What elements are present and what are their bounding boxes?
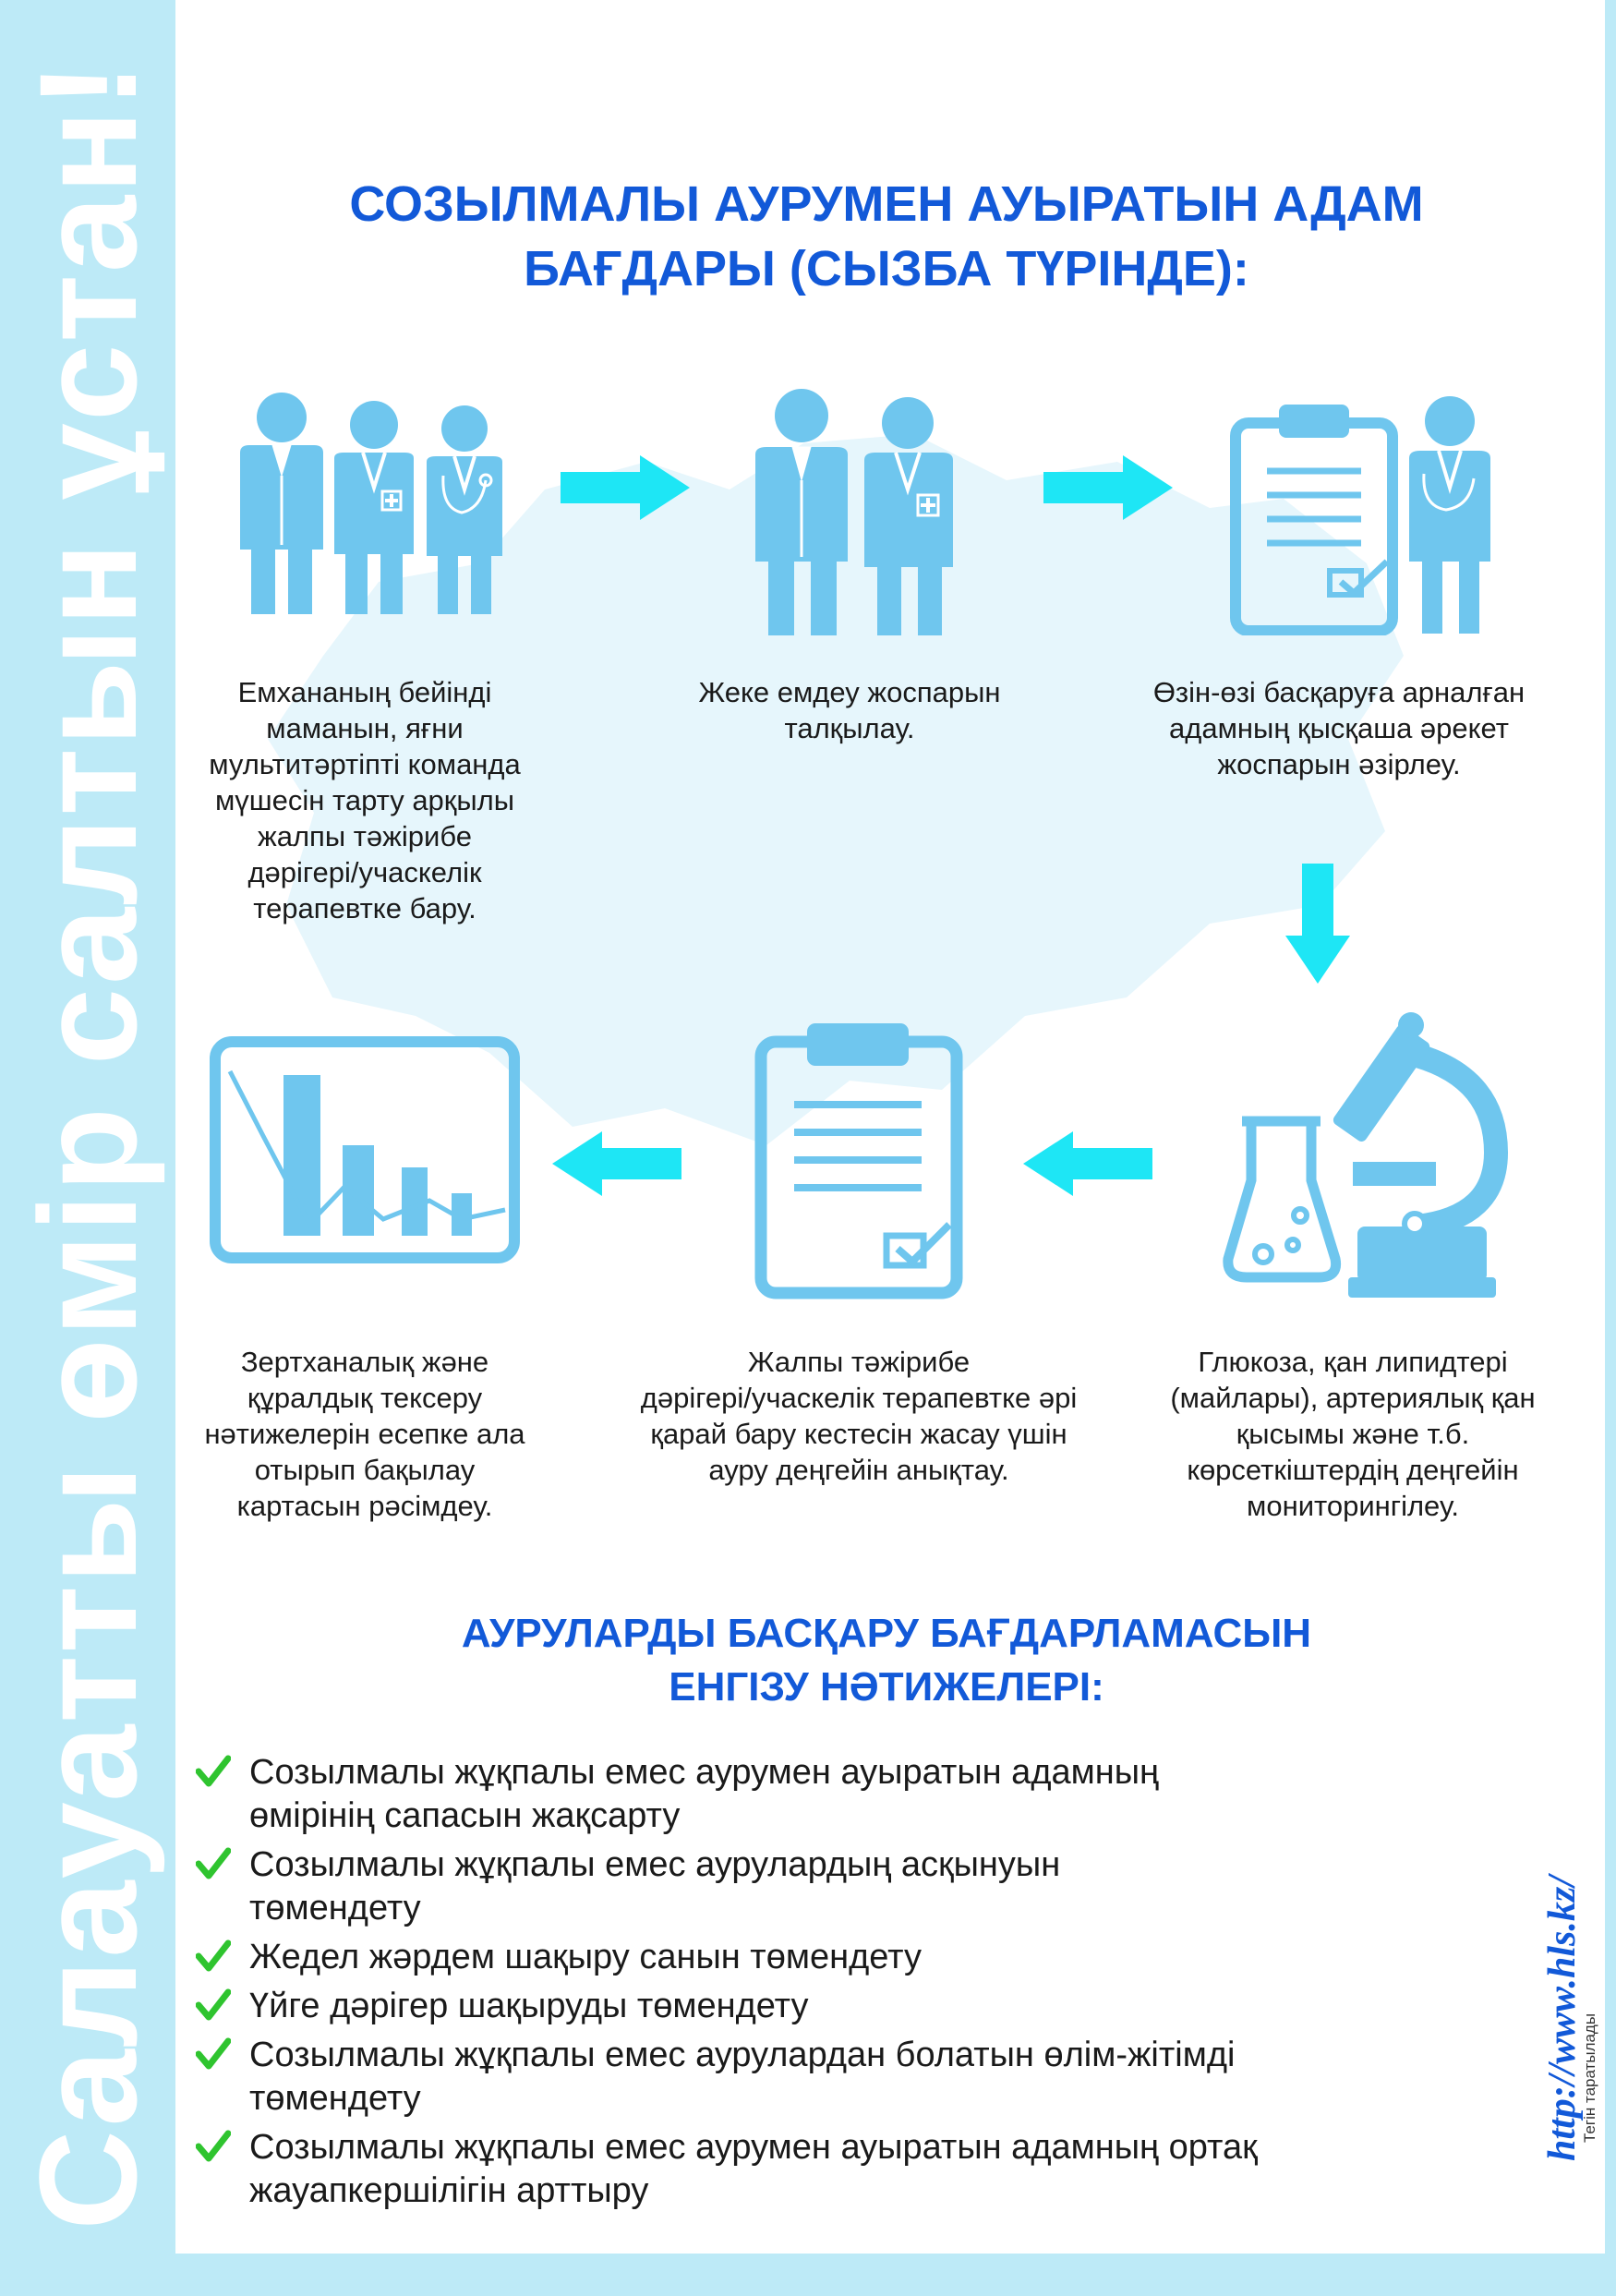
bottom-band: [0, 2254, 1616, 2296]
results-title: АУРУЛАРДЫ БАСҚАРУ БАҒДАРЛАМАСЫН ЕНГІЗУ Н…: [175, 1607, 1598, 1714]
step-5-text: Жалпы тәжірибе дәрігері/учаскелік терапе…: [637, 1344, 1080, 1488]
result-item: Үйге дәрігер шақыруды төмендету: [196, 1985, 1433, 2028]
step-2-line: талқылау.: [784, 712, 915, 744]
side-band: [0, 0, 175, 2296]
result-line: Созылмалы жұқпалы емес аурумен ауыратын …: [249, 2128, 1258, 2167]
check-mark-icon: [196, 1988, 231, 2021]
team-of-three-doctors-icon: [240, 393, 502, 614]
step-6-line: Зертханалық және: [240, 1346, 489, 1378]
step-5-line: ауру деңгейін анықтау.: [708, 1454, 1009, 1486]
check-mark-icon: [196, 1847, 231, 1879]
check-mark-icon: [196, 1755, 231, 1787]
step-5-line: қарай бару кестесін жасау үшін: [650, 1418, 1067, 1450]
step-3-line: жоспарын әзірлеу.: [1217, 748, 1461, 780]
result-item: Созылмалы жұқпалы емес аурумен ауыратын …: [196, 2126, 1433, 2213]
kazakhstan-map-background: [268, 434, 1404, 1145]
result-line: Созылмалы жұқпалы емес аурулардан болаты…: [249, 2036, 1236, 2074]
step-1-line: маманын, яғни: [266, 712, 464, 744]
step-1-line: терапевтке бару.: [253, 892, 476, 924]
step-1-line: Емхананың бейінді: [237, 676, 492, 708]
arrow-right-2: [1043, 455, 1173, 520]
check-mark-icon: [196, 2037, 231, 2070]
result-item: Созылмалы жұқпалы емес аурулардың асқыну…: [196, 1843, 1433, 1930]
result-line: төмендету: [249, 2079, 421, 2118]
step-1-line: мүшесін тарту арқылы: [214, 784, 515, 816]
step-4-text: Глюкоза, қан липидтері (майлары), артери…: [1154, 1344, 1551, 1524]
arrow-left-2: [552, 1131, 681, 1196]
check-mark-icon: [196, 1940, 231, 1972]
step-1-line: жалпы тәжірибе: [257, 820, 472, 852]
step-2-line: Жеке емдеу жоспарын: [698, 676, 1001, 708]
result-line: Созылмалы жұқпалы емес аурулардың асқыну…: [249, 1845, 1061, 1884]
results-title-line1: АУРУЛАРДЫ БАСҚАРУ БАҒДАРЛАМАСЫН: [461, 1611, 1312, 1656]
side-slogan-text: Салауатты өмір салтын ұстан!: [9, 60, 165, 2230]
result-item: Созылмалы жұқпалы емес аурумен ауыратын …: [196, 1751, 1433, 1838]
step-5-line: дәрігері/учаскелік терапевтке әрі: [640, 1382, 1078, 1414]
step-4-line: қысымы және т.б.: [1236, 1418, 1470, 1450]
result-line: Үйге дәрігер шақыруды төмендету: [249, 1987, 809, 2025]
step-2-text: Жеке емдеу жоспарын талқылау.: [665, 674, 1034, 746]
step-6-text: Зертханалық және құралдық тексеру нәтиже…: [189, 1344, 540, 1524]
result-item: Жедел жәрдем шақыру санын төмендету: [196, 1936, 1433, 1979]
step-1-text: Емхананың бейінді маманын, яғни мультитә…: [185, 674, 545, 926]
clipboard-icon: [754, 1023, 963, 1299]
side-slogan: Салауатты өмір салтын ұстан!: [0, 37, 175, 2254]
step-4-line: (майлары), артериялық қан: [1170, 1382, 1536, 1414]
result-line: жауапкершілігін арттыру: [249, 2171, 649, 2210]
bar-chart-icon: [210, 1036, 520, 1263]
step-5-line: Жалпы тәжірибе: [747, 1346, 971, 1378]
main-title-line1: СОЗЫЛМАЛЫ АУРУМЕН АУЫРАТЫН АДАМ: [349, 176, 1424, 232]
result-line: Созылмалы жұқпалы емес аурумен ауыратын …: [249, 1753, 1160, 1792]
results-list: Созылмалы жұқпалы емес аурумен ауыратын …: [196, 1751, 1433, 2218]
step-6-line: картасын рәсімдеу.: [236, 1490, 493, 1522]
step-4-line: мониторингілеу.: [1247, 1490, 1459, 1522]
results-title-line2: ЕНГІЗУ НӘТИЖЕЛЕРІ:: [669, 1664, 1104, 1710]
step-3-line: адамның қысқаша әрекет: [1169, 712, 1509, 744]
step-6-line: құралдық тексеру: [247, 1382, 483, 1414]
website-url[interactable]: http://www.hls.kz/: [1541, 1876, 1584, 2161]
arrow-right-1: [561, 455, 690, 520]
step-4-line: көрсеткіштердің деңгейін: [1187, 1454, 1519, 1486]
free-distribution-note: Тегін таратылады: [1581, 2012, 1598, 2143]
right-border: [1605, 0, 1616, 2296]
check-mark-icon: [196, 2130, 231, 2162]
main-title-line2: БАҒДАРЫ (СЫЗБА ТҮРІНДЕ):: [524, 241, 1249, 296]
clipboard-and-doctor-icon: [1230, 396, 1490, 635]
main-title: СОЗЫЛМАЛЫ АУРУМЕН АУЫРАТЫН АДАМ БАҒДАРЫ …: [175, 172, 1598, 301]
step-3-text: Өзін-өзі басқаруға арналған адамның қысқ…: [1127, 674, 1551, 782]
result-line: Жедел жәрдем шақыру санын төмендету: [249, 1938, 922, 1976]
step-6-line: отырып бақылау: [254, 1454, 476, 1486]
patient-and-doctor-icon: [755, 389, 953, 635]
flask-and-microscope-icon: [1223, 1012, 1509, 1298]
arrow-left-1: [1023, 1131, 1152, 1196]
step-3-line: Өзін-өзі басқаруға арналған: [1152, 676, 1526, 708]
step-4-line: Глюкоза, қан липидтері: [1198, 1346, 1508, 1378]
result-item: Созылмалы жұқпалы емес аурулардан болаты…: [196, 2034, 1433, 2121]
arrow-down: [1285, 864, 1350, 984]
step-1-line: дәрігері/учаскелік: [247, 856, 482, 888]
result-line: өмірінің сапасын жақсарту: [249, 1796, 681, 1835]
result-line: төмендету: [249, 1889, 421, 1927]
step-6-line: нәтижелерін есепке ала: [204, 1418, 525, 1450]
step-1-line: мультитәртіпті команда: [209, 748, 521, 780]
